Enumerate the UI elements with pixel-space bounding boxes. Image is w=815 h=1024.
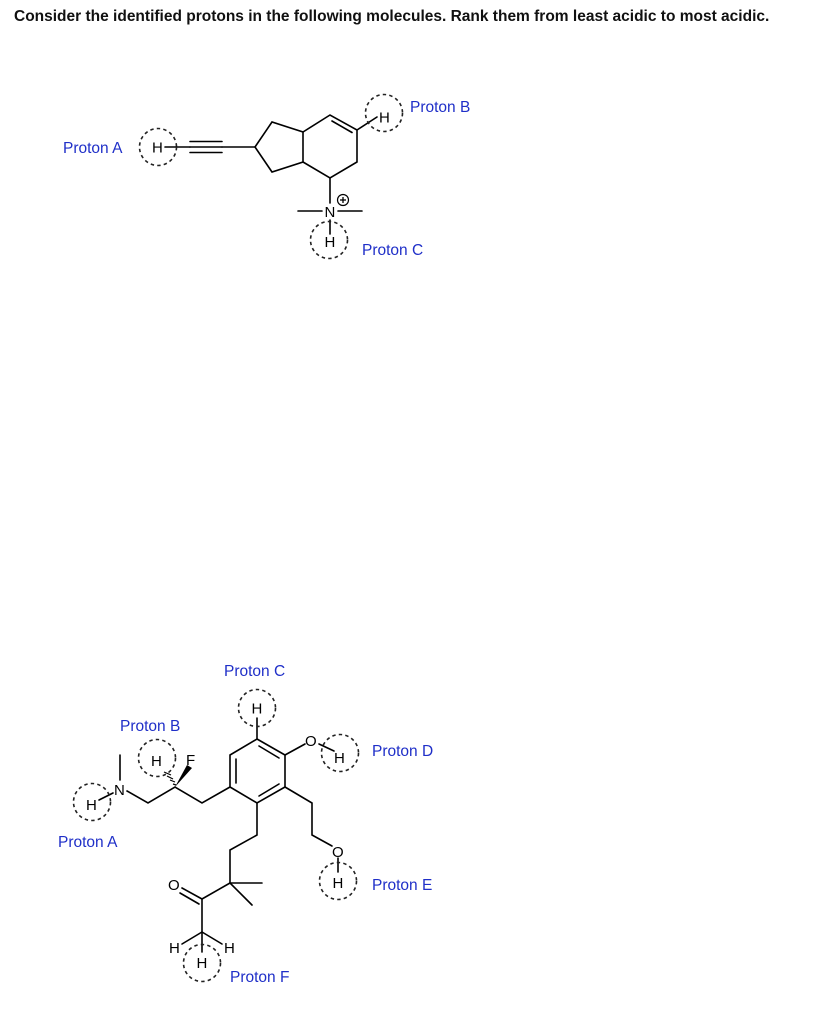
molecule-1: H H N H Proton A Proton B Proton C: [63, 93, 470, 260]
bond-c-carbonyl: [201, 882, 231, 900]
label-proton-a: Proton A: [58, 834, 118, 851]
triple-bond: [189, 140, 223, 154]
highlight-circle-proton-c: [309, 220, 349, 260]
label-proton-f: Proton F: [230, 969, 289, 986]
chain-to-quaternary: [229, 802, 258, 884]
atom-h-methyl-right: H: [224, 940, 235, 957]
atom-h-a: H: [152, 140, 163, 157]
molecule-2: H O H N H H F O H O H H H Proton A Proto…: [58, 663, 433, 986]
label-proton-c: Proton C: [224, 663, 285, 680]
atom-h-a: H: [86, 797, 97, 814]
wedge-bond-f: [175, 765, 192, 787]
bond-c-h-left: [181, 931, 203, 945]
atom-h-d: H: [334, 750, 345, 767]
bond-c-h-b: [356, 116, 378, 131]
atom-f: F: [186, 752, 195, 769]
label-proton-a: Proton A: [63, 140, 123, 157]
atom-h-b: H: [151, 753, 162, 770]
atom-h-c: H: [325, 234, 336, 251]
bond-o-h-d: [318, 743, 335, 752]
label-proton-d: Proton D: [372, 743, 433, 760]
highlight-circle-proton-a: [72, 782, 112, 822]
label-proton-e: Proton E: [372, 877, 432, 894]
highlight-circle-proton-c: [237, 688, 277, 728]
double-bond-inner: [331, 120, 353, 134]
bond-c-o-ketone-2: [179, 892, 200, 905]
highlight-circle-proton-f: [182, 943, 222, 983]
highlight-circle-proton-e: [318, 861, 358, 901]
atom-n: N: [325, 204, 336, 221]
bond-n-h-a: [98, 792, 114, 801]
positive-charge-icon: [336, 193, 350, 207]
atom-o-alcohol: O: [332, 844, 344, 861]
atom-n: N: [114, 782, 125, 799]
label-proton-c: Proton C: [362, 242, 423, 259]
highlight-circle-proton-b: [137, 738, 177, 778]
label-proton-b: Proton B: [410, 99, 470, 116]
bond-methyl-2: [229, 882, 253, 906]
atom-h-methyl-left: H: [169, 940, 180, 957]
highlight-circle-proton-a: [138, 127, 178, 167]
atom-h-c: H: [252, 701, 263, 718]
bond-c-h-right: [201, 931, 223, 945]
atom-o-ketone: O: [168, 877, 180, 894]
atom-h-b: H: [379, 110, 390, 127]
atom-h-e: H: [333, 875, 344, 892]
benzene-ring: [229, 738, 286, 804]
cyclohexene-ring: [302, 114, 358, 179]
cyclopentane-ring: [254, 121, 304, 173]
highlight-circle-proton-b: [364, 93, 404, 133]
hashed-bond-h-b: [163, 771, 177, 786]
atom-o-phenol: O: [305, 733, 317, 750]
atom-h-f: H: [197, 955, 208, 972]
chain-to-alcohol: [284, 786, 333, 847]
highlight-circle-proton-d: [320, 733, 360, 773]
bond-c-o-phenol: [284, 743, 306, 756]
question-text: Consider the identified protons in the f…: [14, 8, 770, 25]
label-proton-b: Proton B: [120, 718, 180, 735]
side-chain-amine: [126, 786, 231, 804]
bond-c-o-ketone-1: [181, 887, 203, 900]
